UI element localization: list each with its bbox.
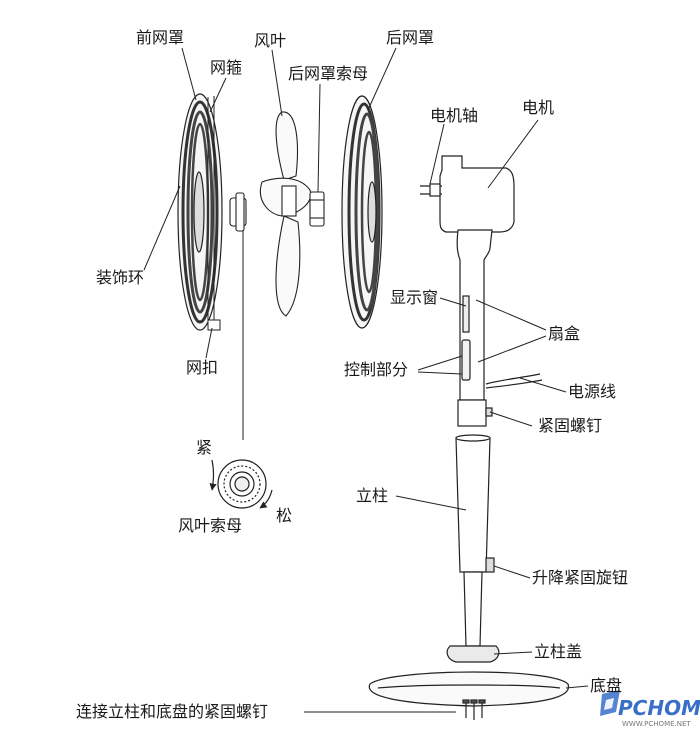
label-tighten: 紧	[196, 438, 213, 457]
motor	[420, 155, 515, 233]
label-base: 底盘	[590, 676, 623, 695]
watermark-logo-shape	[600, 690, 620, 716]
rear-guard-nut-part	[309, 191, 325, 227]
watermark-logo: PCHOME	[618, 696, 700, 720]
label-guard-clip: 网扣	[186, 358, 219, 377]
fan-blade	[260, 111, 312, 317]
guard-clip-part	[207, 319, 221, 331]
label-rear-guard-nut: 后网罩索母	[288, 64, 369, 83]
label-pole: 立柱	[356, 486, 389, 505]
pole	[455, 434, 495, 647]
rear-guard	[341, 95, 383, 329]
collar	[457, 399, 493, 427]
label-loosen: 松	[276, 506, 293, 525]
pole-cover	[446, 645, 500, 663]
label-decor-ring: 装饰环	[96, 268, 145, 287]
leader-lines	[143, 47, 589, 713]
front-guard	[177, 93, 223, 331]
label-motor-shaft: 电机轴	[430, 106, 479, 125]
watermark-url: WWW.PCHOME.NET	[622, 720, 691, 728]
label-front-guard: 前网罩	[136, 28, 185, 47]
tighten-arrow	[209, 459, 217, 491]
base	[368, 671, 570, 707]
label-blade: 风叶	[254, 31, 287, 50]
blade-nut-detail	[217, 459, 267, 509]
base-screws	[462, 699, 486, 720]
loosen-arrow	[259, 489, 273, 509]
label-control-part: 控制部分	[344, 360, 409, 379]
label-blade-nut: 风叶索母	[178, 516, 243, 535]
label-display-window: 显示窗	[390, 288, 439, 307]
label-power-cord: 电源线	[568, 382, 617, 401]
label-base-screw: 连接立柱和底盘的紧固螺钉	[76, 702, 269, 721]
label-fastening-screw: 紧固螺钉	[538, 416, 603, 435]
label-lift-knob: 升降紧固旋钮	[532, 568, 629, 587]
label-rear-guard: 后网罩	[386, 28, 435, 47]
label-fan-box: 扇盒	[548, 324, 581, 343]
label-motor: 电机	[522, 98, 555, 117]
label-pole-cover: 立柱盖	[534, 642, 583, 661]
fan-box	[456, 229, 543, 401]
blade-nut-part	[229, 192, 247, 232]
label-grille: 网箍	[210, 58, 243, 77]
